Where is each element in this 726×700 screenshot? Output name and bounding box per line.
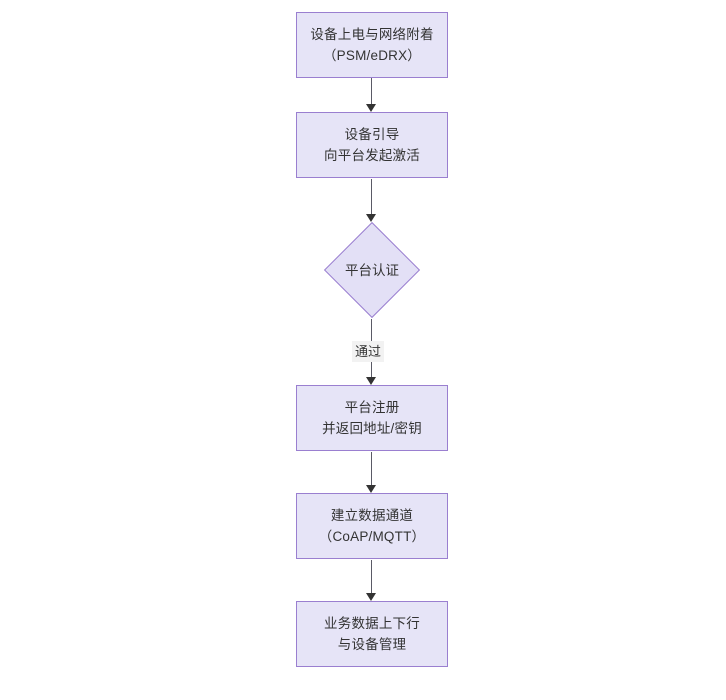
flow-node-establish-data-channel[interactable]: 建立数据通道 （CoAP/MQTT） bbox=[296, 493, 448, 559]
arrowhead-icon bbox=[366, 104, 376, 112]
flow-node-line: （PSM/eDRX） bbox=[322, 48, 422, 63]
connector-line-5 bbox=[371, 560, 372, 594]
flow-node-line: 并返回地址/密钥 bbox=[322, 421, 422, 436]
flow-node-line: 平台认证 bbox=[345, 262, 399, 278]
arrowhead-icon bbox=[366, 214, 376, 222]
flow-node-device-power-on[interactable]: 设备上电与网络附着 （PSM/eDRX） bbox=[296, 12, 448, 78]
flow-node-platform-authentication[interactable]: 平台认证 bbox=[323, 221, 421, 319]
connector-line-2 bbox=[371, 179, 372, 215]
arrowhead-icon bbox=[366, 593, 376, 601]
flow-node-line: 设备引导 bbox=[344, 127, 400, 142]
flow-node-platform-registration[interactable]: 平台注册 并返回地址/密钥 bbox=[296, 385, 448, 451]
edge-label-pass: 通过 bbox=[352, 341, 385, 362]
arrowhead-icon bbox=[366, 377, 376, 385]
arrowhead-icon bbox=[366, 485, 376, 493]
flow-node-device-bootstrap[interactable]: 设备引导 向平台发起激活 bbox=[296, 112, 448, 178]
flow-node-line: 设备上电与网络附着 bbox=[310, 27, 434, 42]
flow-node-line: 平台注册 bbox=[344, 400, 400, 415]
connector-line-1 bbox=[371, 78, 372, 105]
flow-node-line: 与设备管理 bbox=[337, 637, 407, 652]
flow-node-business-data-and-device-management[interactable]: 业务数据上下行 与设备管理 bbox=[296, 601, 448, 667]
flow-node-line: 向平台发起激活 bbox=[324, 148, 420, 163]
flow-node-line: 业务数据上下行 bbox=[324, 616, 420, 631]
flow-node-line: 建立数据通道 bbox=[330, 508, 414, 523]
connector-line-4 bbox=[371, 452, 372, 486]
flow-node-line: （CoAP/MQTT） bbox=[318, 529, 426, 544]
